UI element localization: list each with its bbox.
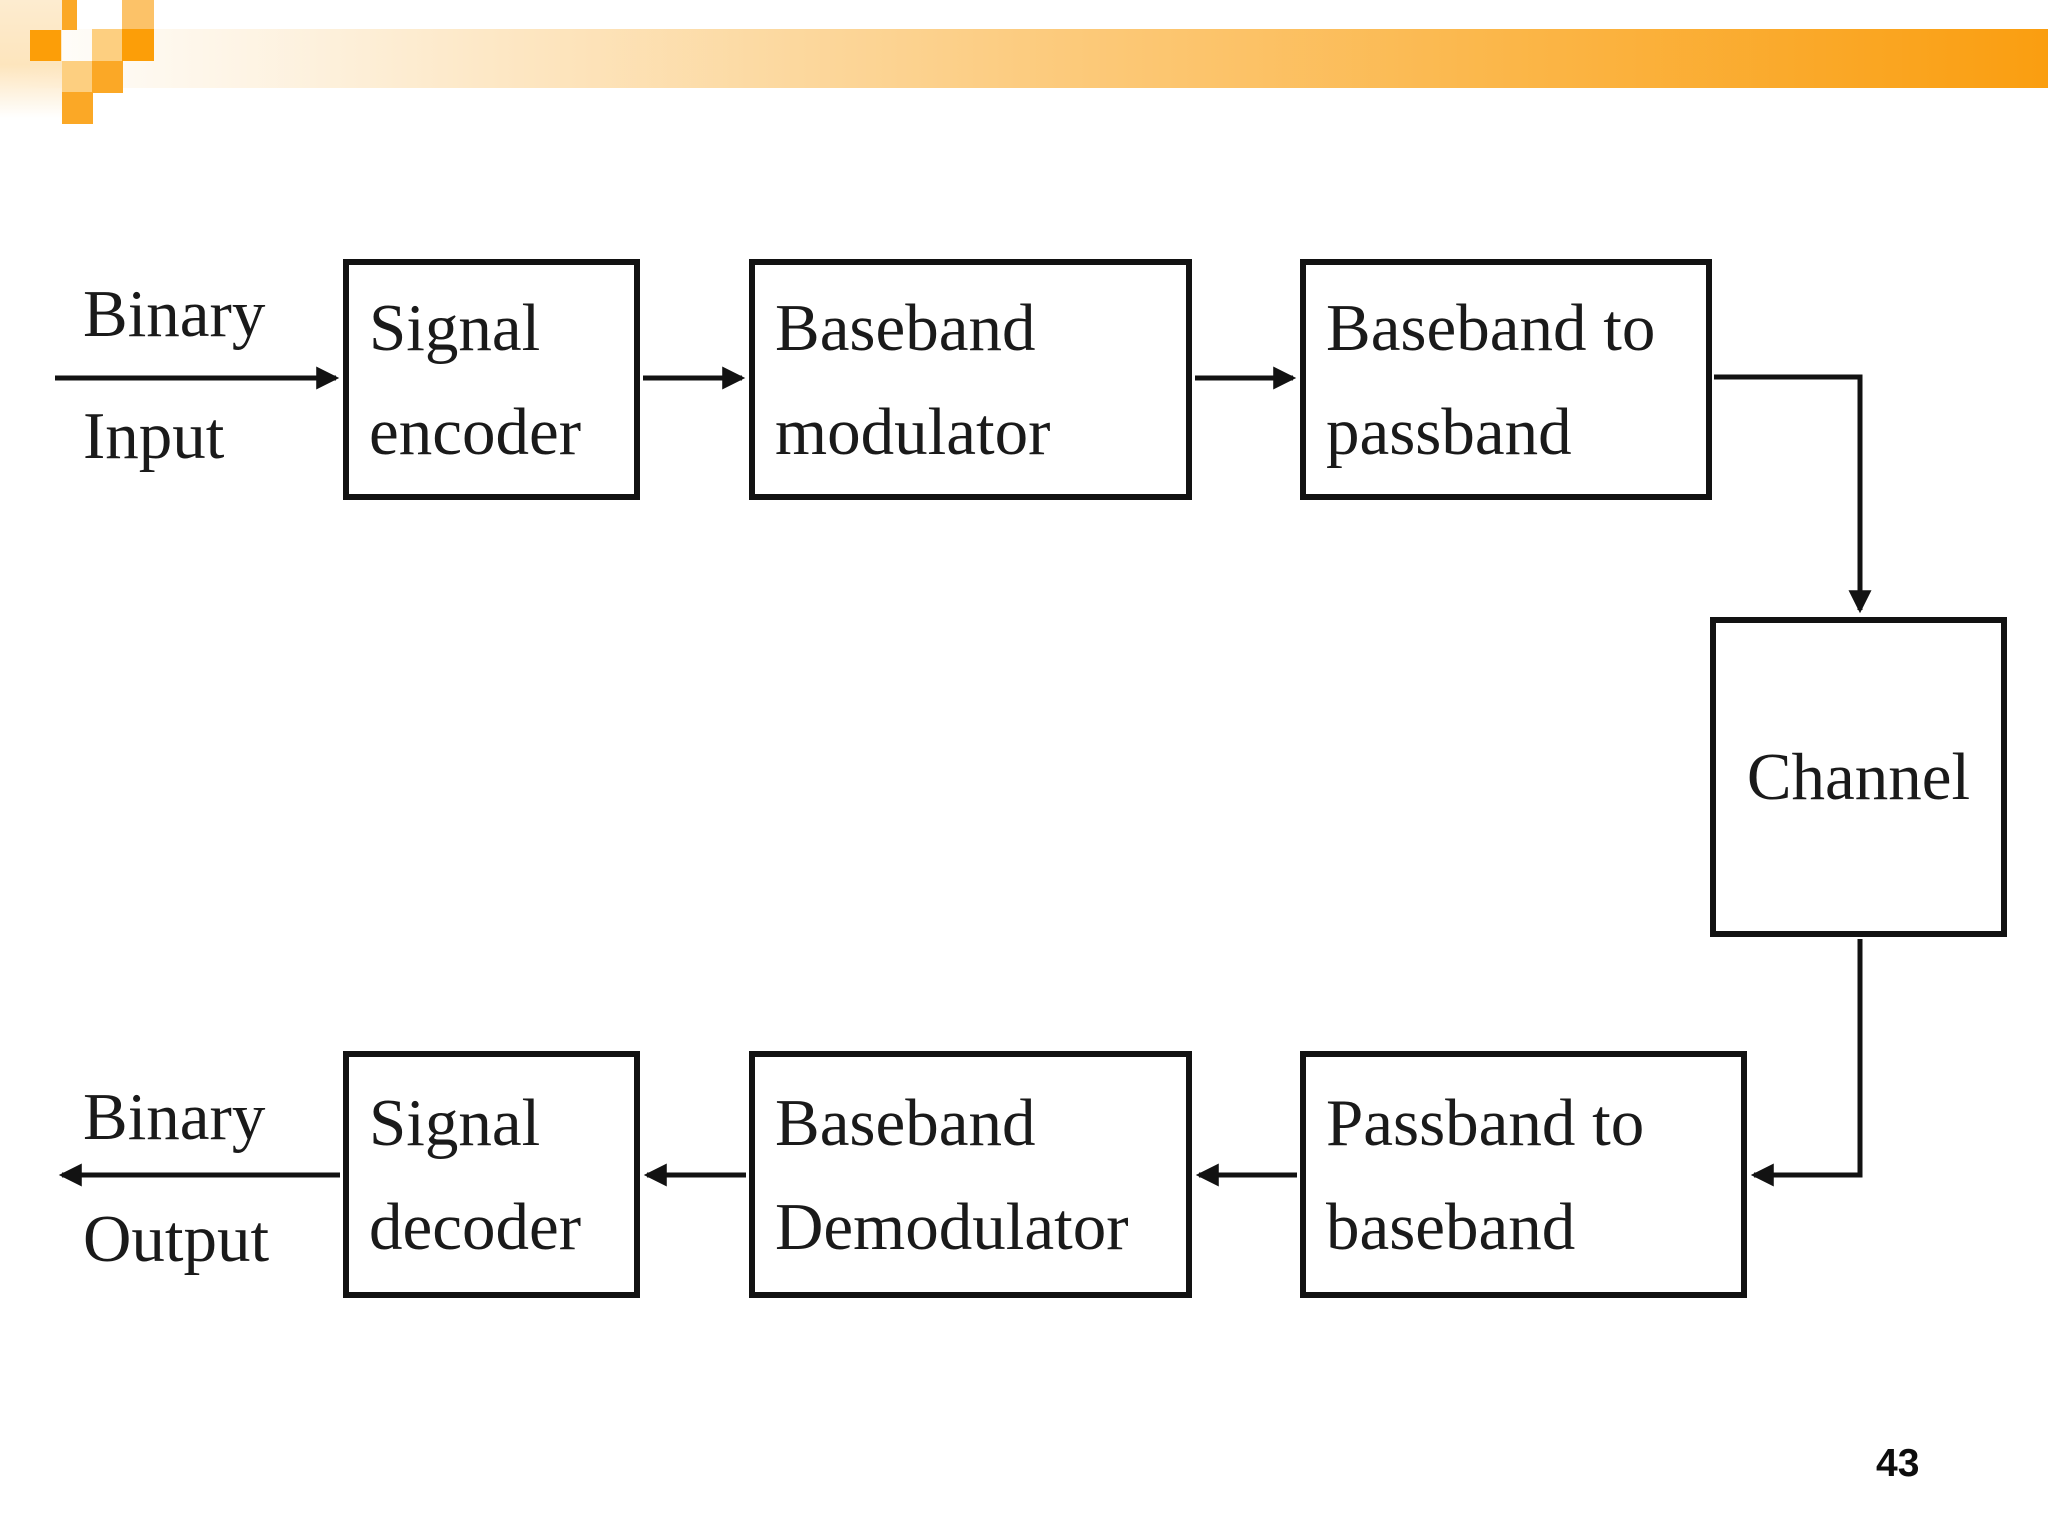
box-passband-to-baseband: Passband to baseband	[1300, 1051, 1747, 1298]
binary-output-line1: Binary	[83, 1080, 266, 1154]
pixel-square	[62, 61, 93, 93]
binary-input-line1: Binary	[83, 277, 266, 351]
binary-output-line2: Output	[83, 1202, 270, 1276]
box-label-line2: encoder	[369, 394, 582, 469]
box-label-line2: baseband	[1326, 1189, 1576, 1264]
box-label-line2: modulator	[775, 394, 1051, 469]
box-label-line1: Passband to	[1326, 1085, 1645, 1160]
box-label-line1: Signal	[369, 1085, 541, 1160]
box-label-line2: Demodulator	[775, 1189, 1129, 1264]
header-gradient-band	[0, 29, 2048, 88]
connector-baseband-to-passband-to-channel	[1714, 374, 1872, 614]
box-baseband-demodulator: Baseband Demodulator	[749, 1051, 1192, 1298]
binary-output-label: Binary Output	[83, 1056, 269, 1300]
box-label-line2: passband	[1326, 394, 1572, 469]
box-channel: Channel	[1710, 617, 2007, 937]
box-label-line2: decoder	[369, 1189, 582, 1264]
box-label-line1: Channel	[1746, 740, 1971, 814]
binary-input-line2: Input	[83, 399, 225, 473]
pixel-square	[62, 92, 93, 124]
pixel-square	[122, 29, 154, 61]
connector-channel-to-passband-to-baseband	[1750, 939, 1863, 1187]
pixel-square	[92, 29, 123, 61]
box-signal-encoder: Signal encoder	[343, 259, 640, 500]
box-label-line1: Signal	[369, 290, 541, 365]
box-baseband-modulator: Baseband modulator	[749, 259, 1192, 500]
box-label-line1: Baseband to	[1326, 290, 1656, 365]
binary-input-label: Binary Input	[83, 253, 265, 497]
page-number: 43	[1876, 1442, 1920, 1485]
box-label-line1: Baseband	[775, 290, 1036, 365]
pixel-square	[62, 0, 77, 30]
box-label-line1: Baseband	[775, 1085, 1036, 1160]
pixel-square	[30, 30, 61, 61]
box-signal-decoder: Signal decoder	[343, 1051, 640, 1298]
box-baseband-to-passband: Baseband to passband	[1300, 259, 1712, 500]
pixel-square	[122, 0, 154, 30]
pixel-square	[92, 61, 123, 93]
